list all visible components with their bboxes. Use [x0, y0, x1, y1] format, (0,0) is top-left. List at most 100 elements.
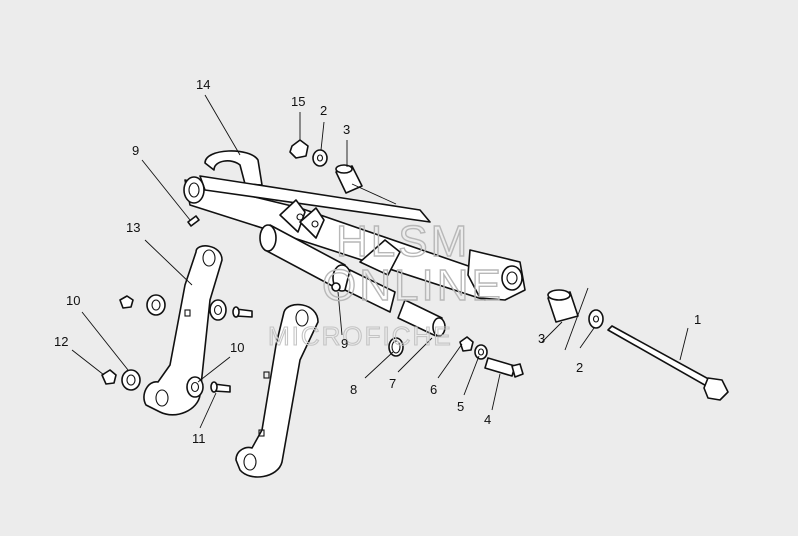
callout-9a: 9	[132, 143, 139, 158]
leader-10b	[197, 356, 231, 383]
callout-1: 1	[694, 312, 701, 327]
o-ring-8-inner	[391, 340, 401, 354]
washer-5	[474, 344, 488, 360]
bolt-4	[484, 357, 516, 377]
callout-10b: 10	[230, 340, 244, 355]
bearing-upper-hole	[213, 304, 223, 316]
right-pivot-bore	[501, 265, 523, 291]
bolt-4-head	[511, 363, 524, 378]
callout-2b: 2	[576, 360, 583, 375]
link-13	[143, 245, 223, 416]
bushing-lower-hole	[126, 374, 136, 386]
callout-11: 11	[192, 431, 206, 446]
bushing-7-end	[432, 317, 446, 337]
leader-11	[199, 392, 217, 429]
leader-8	[364, 351, 394, 379]
tab-hole-left	[296, 213, 304, 221]
tab-hole-mid	[311, 220, 319, 228]
leader-6	[437, 343, 463, 379]
arm-pin	[331, 282, 341, 292]
callout-15: 15	[291, 94, 305, 109]
link-right	[235, 303, 319, 478]
cross-tube-end-left	[259, 224, 277, 252]
leader-7	[397, 337, 433, 373]
callout-3b: 3	[538, 331, 545, 346]
watermark-line-1: HLSM	[336, 217, 470, 266]
mount-tab-left	[279, 199, 306, 233]
leader-9a	[141, 159, 191, 221]
link-right-tab-2	[258, 429, 265, 437]
left-pivot-boss	[183, 176, 205, 204]
bushing-upper-hole	[151, 299, 161, 311]
leader-2b	[579, 327, 595, 349]
link-right-top-eye	[295, 309, 309, 327]
mount-tab-right	[359, 239, 401, 276]
callout-8: 8	[350, 382, 357, 397]
bolt-11-head	[210, 381, 218, 393]
link-right-bottom-eye	[243, 453, 257, 471]
leader-12	[71, 349, 105, 376]
link-13-hardware	[101, 294, 253, 398]
leader-2a	[320, 121, 325, 151]
bushing-upper	[146, 294, 166, 316]
bearing-10-hole	[190, 381, 200, 393]
lower-sleeve	[344, 269, 396, 313]
right-pivot-hole	[506, 271, 518, 285]
washer-2-bottom-hole	[592, 315, 600, 323]
o-ring-8	[388, 337, 404, 357]
top-hardware	[289, 139, 363, 194]
washer-2-bottom	[588, 309, 604, 329]
pivot-bolt-1	[607, 325, 715, 389]
callout-9b: 9	[341, 336, 348, 351]
bushing-7	[397, 299, 443, 337]
watermark-line-3: MICROFICHE	[268, 321, 453, 351]
link-13-bottom-eye	[155, 389, 169, 407]
link-13-top-eye	[202, 249, 216, 267]
small-bolt-9	[187, 215, 200, 227]
link-right-body	[235, 303, 319, 478]
callout-7: 7	[389, 376, 396, 391]
leader-3b	[541, 321, 563, 343]
leader-10a	[81, 311, 129, 371]
nut-upper	[119, 295, 134, 309]
bushing-lower	[121, 369, 141, 391]
watermark-line-2: ONLINE	[322, 261, 504, 310]
spacer-3-bottom-end	[547, 289, 571, 301]
leader-5	[463, 355, 480, 396]
callout-4: 4	[484, 412, 491, 427]
bolt-upper-head	[232, 306, 240, 318]
leader-13	[144, 239, 193, 286]
pivot-bolt-1-head	[703, 377, 729, 401]
leader-14	[204, 94, 241, 156]
bottom-hardware	[388, 289, 729, 401]
leader-3a-extension	[351, 183, 397, 205]
washer-2-top-hole	[316, 154, 324, 162]
leader-4	[491, 373, 501, 411]
callout-14: 14	[196, 77, 210, 92]
callouts: 14 15 2 3 9 13 10 12 10 11 9 8 7 6 5 4 3…	[54, 77, 701, 446]
callout-13: 13	[126, 220, 140, 235]
leader-lines	[71, 94, 689, 429]
callout-5: 5	[457, 399, 464, 414]
swing-arm-assembly	[183, 150, 526, 337]
callout-10a: 10	[66, 293, 80, 308]
link-13-body	[143, 245, 223, 416]
leader-1	[679, 327, 689, 361]
washer-6	[459, 336, 474, 352]
callout-12: 12	[54, 334, 68, 349]
left-pivot-hole	[188, 182, 200, 198]
leader-9b	[337, 291, 343, 336]
nut-15	[289, 139, 309, 159]
callout-6: 6	[430, 382, 437, 397]
link-13-tab	[184, 309, 191, 317]
link-right-tab-1	[263, 371, 270, 379]
bearing-upper	[209, 299, 227, 321]
washer-2-top	[312, 149, 328, 167]
washer-5-hole	[477, 348, 485, 356]
callout-3a: 3	[343, 122, 350, 137]
spacer-3-top-end	[335, 164, 353, 174]
leader-2b-extension	[564, 287, 589, 351]
watermark: HLSM ONLINE MICROFICHE	[267, 216, 504, 351]
